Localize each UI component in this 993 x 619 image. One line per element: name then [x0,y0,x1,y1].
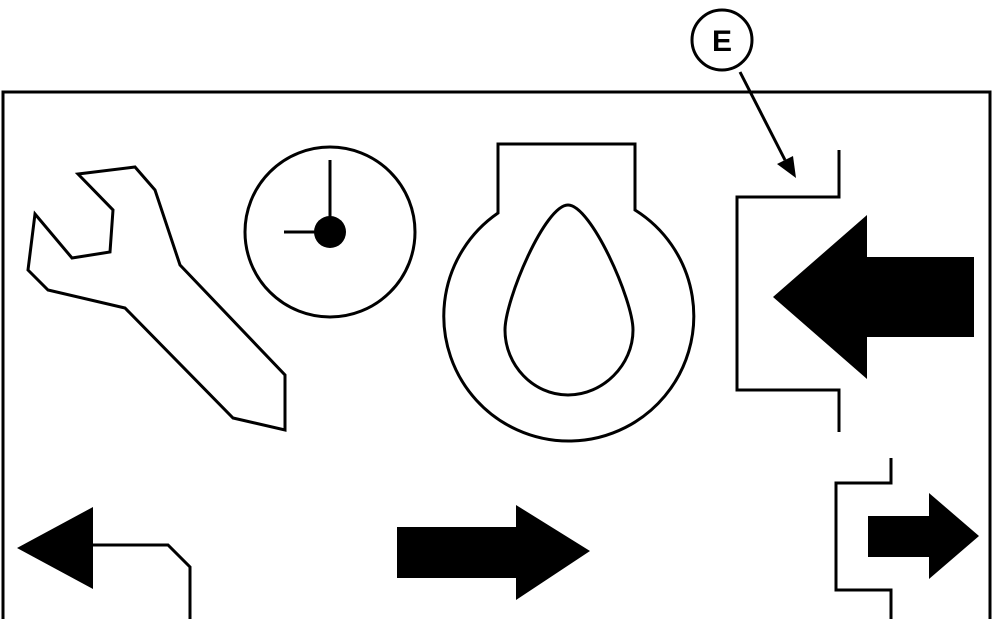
oil-filler-body [442,142,696,443]
oil-drop [503,203,635,397]
callout-arrowhead [777,156,796,178]
return-arrowhead [17,507,93,589]
outlet-arrow-icon [868,493,979,579]
callout-label: E [712,25,732,58]
oil-drop-icon [442,142,696,443]
inlet-arrow-icon [773,215,974,379]
inlet-port [735,150,974,432]
panel-frame [1,90,992,619]
outlet-port [834,458,979,619]
wrench-icon [26,165,287,432]
outlet-port-outline [834,458,893,619]
return-line [90,543,192,619]
gauge-icon [243,145,417,319]
callout-leader-line [738,71,787,161]
return-arrow-icon [17,507,192,619]
callout-e: E [690,8,796,178]
right-arrow-icon [397,505,590,600]
callout-circle [690,8,754,72]
inlet-port-outline [735,150,841,432]
gauge-pivot [314,216,346,248]
gauge-dial [243,145,417,319]
